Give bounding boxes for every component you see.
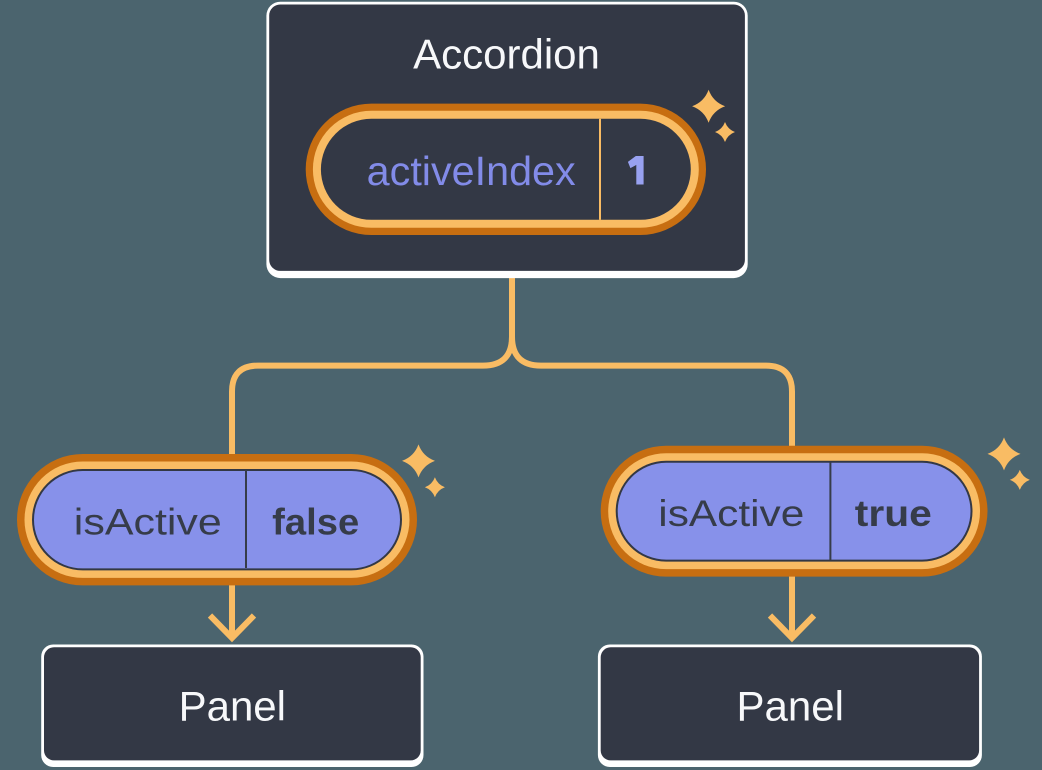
svg-text:Accordion: Accordion bbox=[413, 30, 600, 77]
svg-text:Panel: Panel bbox=[179, 682, 286, 729]
svg-text:isActive: isActive bbox=[74, 502, 222, 543]
svg-text:false: false bbox=[272, 502, 359, 543]
svg-text:activeIndex: activeIndex bbox=[367, 148, 576, 194]
svg-text:true: true bbox=[855, 493, 932, 534]
svg-text:Panel: Panel bbox=[736, 682, 843, 729]
svg-text:isActive: isActive bbox=[658, 493, 804, 534]
